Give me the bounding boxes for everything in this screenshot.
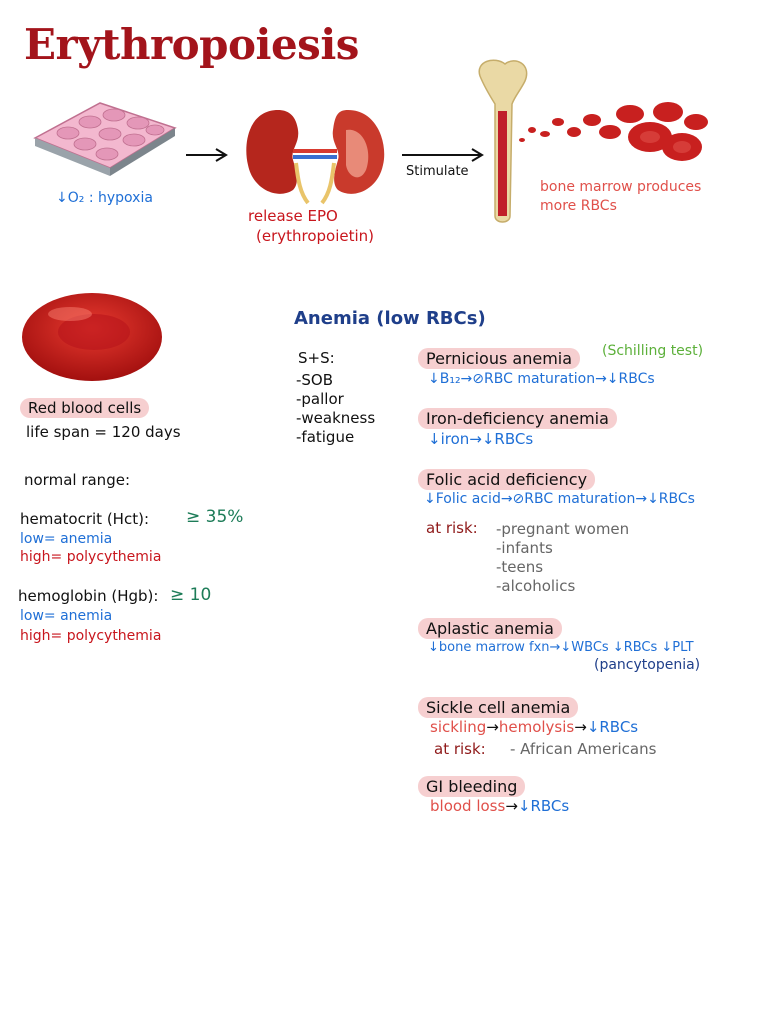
schilling-test: (Schilling test) [602, 343, 704, 359]
hemolysis-text: hemolysis [498, 718, 575, 736]
normal-range-label: normal range: [24, 471, 130, 489]
aplastic-desc: ↓bone marrow fxn→↓WBCs ↓RBCs ↓PLT [428, 640, 694, 655]
folic-name: Folic acid deficiency [418, 469, 596, 490]
iron-name: Iron-deficiency anemia [418, 408, 617, 429]
bone-illustration [478, 59, 528, 223]
ss-list: -SOB -pallor -weakness -fatigue [296, 371, 375, 447]
rbcs-text: ↓RBCs [586, 718, 639, 736]
ss-item: -weakness [296, 409, 376, 427]
ss-item: -SOB [296, 371, 334, 389]
sickling-text: sickling [430, 718, 487, 736]
hgb-low: low= anemia [20, 608, 113, 624]
ss-item: -fatigue [296, 428, 355, 446]
kidney-illustration [246, 110, 385, 205]
folic-desc: ↓Folic acid→⊘RBC maturation→↓RBCs [424, 491, 695, 507]
gi-desc: blood loss→↓RBCs [430, 797, 569, 815]
marrow-line2: more RBCs [540, 198, 617, 214]
hct-label: hematocrit (Hct): [20, 510, 149, 528]
pancytopenia-text: (pancytopenia) [594, 657, 701, 673]
pernicious-name: Pernicious anemia [418, 348, 581, 369]
rbcs-text: ↓RBCs [517, 797, 570, 815]
iron-desc: ↓iron→↓RBCs [428, 430, 534, 448]
stimulate-text: Stimulate [406, 164, 469, 179]
hct-low: low= anemia [20, 531, 113, 547]
arrow-text: → [574, 718, 587, 736]
blood-loss-text: blood loss [430, 797, 506, 815]
arrow-icon [186, 148, 228, 162]
at-risk-item: -alcoholics [496, 577, 576, 595]
arrow-text: → [486, 718, 499, 736]
hgb-label: hemoglobin (Hgb): [18, 587, 159, 605]
rbc-cluster-illustration [519, 102, 708, 161]
hypoxia-text: ↓O₂ : hypoxia [56, 190, 153, 206]
aplastic-name: Aplastic anemia [418, 618, 562, 639]
gi-name: GI bleeding [418, 776, 526, 797]
sickle-desc: sickling→hemolysis→↓RBCs [430, 718, 638, 736]
page-title: Erythropoiesis [24, 20, 359, 69]
rbc-label: Red blood cells [20, 398, 150, 418]
sickle-at-risk-label: at risk: [434, 740, 486, 758]
ss-title: S+S: [298, 349, 335, 367]
hct-value: ≥ 35% [186, 507, 244, 527]
hct-high: high= polycythemia [20, 549, 162, 565]
hgb-high: high= polycythemia [20, 628, 162, 644]
stimulate-arrow-icon [402, 148, 484, 162]
folic-at-risk-label: at risk: [426, 519, 478, 537]
erythropoietin-text: (erythropoietin) [256, 227, 375, 245]
arrow-text: → [505, 797, 518, 815]
at-risk-item: -infants [496, 539, 553, 557]
tissue-illustration [33, 102, 177, 176]
rbc-lifespan: life span = 120 days [26, 423, 181, 441]
sickle-at-risk: - African Americans [510, 740, 657, 758]
red-blood-cell-illustration [22, 293, 162, 381]
pernicious-desc: ↓B₁₂→⊘RBC maturation→↓RBCs [428, 371, 655, 387]
ss-item: -pallor [296, 390, 344, 408]
folic-at-risk-list: -pregnant women -infants -teens -alcohol… [496, 520, 629, 596]
at-risk-item: -teens [496, 558, 544, 576]
at-risk-item: -pregnant women [496, 520, 630, 538]
anemia-heading: Anemia (low RBCs) [294, 308, 486, 329]
sickle-name: Sickle cell anemia [418, 697, 579, 718]
marrow-line1: bone marrow produces [540, 179, 702, 195]
release-epo-text: release EPO [248, 207, 338, 225]
hgb-value: ≥ 10 [170, 585, 212, 605]
